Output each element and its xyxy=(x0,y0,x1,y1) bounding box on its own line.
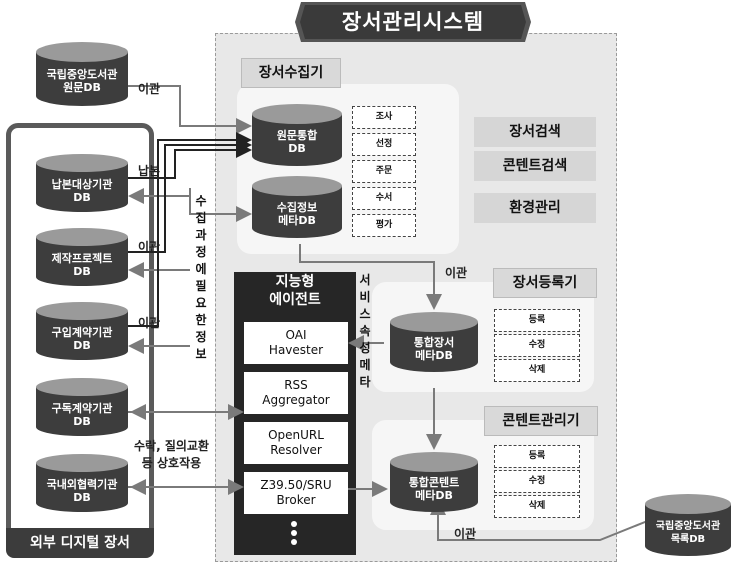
content-title: 콘텐트관리기 xyxy=(484,406,598,436)
note-transfer-project: 이관 xyxy=(138,240,161,254)
note-exchange: 수락, 질의교환 등 상호작용 xyxy=(134,439,209,470)
note-transfer-top: 이관 xyxy=(138,82,161,96)
content-function-edit: 수정 xyxy=(494,470,580,493)
external-db-purchase-label: 구입계약기관 DB xyxy=(51,326,113,352)
collection-function-evaluate: 평가 xyxy=(352,214,416,237)
agent-module-rss: RSS Aggregator xyxy=(244,372,348,414)
external-db-subscription-label: 구독계약기관 DB xyxy=(51,402,113,428)
registration-db-label: 통합장서 메타DB xyxy=(413,336,455,362)
title-banner xyxy=(295,2,531,42)
collection-function-acquire: 수서 xyxy=(352,187,416,210)
external-collection-label: 외부 디지털 장서 xyxy=(6,528,154,558)
more-dots-icon xyxy=(289,521,299,548)
registration-function-edit: 수정 xyxy=(494,334,580,357)
note-transfer-purchase: 이관 xyxy=(138,316,161,330)
note-transfer-catalog: 이관 xyxy=(454,527,477,541)
registration-function-register: 등록 xyxy=(494,309,580,332)
agent-title: 지능형 에이전트 xyxy=(269,274,321,308)
content-db: 통합콘텐트 메타DB xyxy=(388,450,480,514)
note-transfer-registration: 이관 xyxy=(445,266,468,280)
menu-item-environment[interactable]: 환경관리 xyxy=(474,193,596,223)
external-db-deposit: 납본대상기관 DB xyxy=(34,152,130,214)
external-db-subscription: 구독계약기관 DB xyxy=(34,376,130,438)
national-catalog-db-label: 국립중앙도서관 목록DB xyxy=(655,521,721,545)
agent-module-openurl-label: OpenURL Resolver xyxy=(268,428,324,457)
collection-function-order: 주문 xyxy=(352,160,416,183)
agent-module-z3950: Z39.50/SRU Broker xyxy=(244,472,348,514)
agent-module-z3950-label: Z39.50/SRU Broker xyxy=(260,478,332,507)
external-db-cooperation-label: 국내외협력기관 DB xyxy=(46,478,118,504)
source-integrated-db: 원문통합 DB xyxy=(250,102,344,168)
menu-item-collection-search[interactable]: 장서검색 xyxy=(474,117,596,147)
source-integrated-db-label: 원문통합 DB xyxy=(276,129,318,155)
external-db-deposit-label: 납본대상기관 DB xyxy=(51,178,113,204)
agent-module-oai: OAI Havester xyxy=(244,322,348,364)
collection-title: 장서수집기 xyxy=(241,58,341,88)
note-service-meta: 서비스속성메타 xyxy=(359,273,371,389)
external-db-project: 제작프로젝트 DB xyxy=(34,226,130,288)
national-source-db-label: 국립중앙도서관 원문DB xyxy=(46,68,118,94)
national-source-db: 국립중앙도서관 원문DB xyxy=(34,40,130,108)
agent-module-openurl: OpenURL Resolver xyxy=(244,422,348,464)
content-db-label: 통합콘텐트 메타DB xyxy=(408,476,460,502)
registration-title: 장서등록기 xyxy=(493,268,597,298)
registration-db: 통합장서 메타DB xyxy=(388,310,480,374)
content-function-delete: 삭제 xyxy=(494,495,580,518)
national-catalog-db: 국립중앙도서관 목록DB xyxy=(643,492,733,558)
note-deposit: 납본 xyxy=(138,164,161,178)
menu-item-content-search[interactable]: 콘텐트검색 xyxy=(474,151,596,181)
collection-meta-db-label: 수집정보 메타DB xyxy=(276,201,318,227)
content-function-register: 등록 xyxy=(494,445,580,468)
page-title: 장서관리시스템 xyxy=(341,10,485,34)
agent-module-oai-label: OAI Havester xyxy=(268,328,324,357)
note-required-info: 수집과정에필요한정보 xyxy=(195,194,207,361)
collection-meta-db: 수집정보 메타DB xyxy=(250,174,344,240)
collection-function-survey: 조사 xyxy=(352,106,416,129)
collection-function-select: 선정 xyxy=(352,133,416,156)
agent-module-rss-label: RSS Aggregator xyxy=(262,378,330,407)
external-db-project-label: 제작프로젝트 DB xyxy=(51,252,113,278)
registration-function-delete: 삭제 xyxy=(494,359,580,382)
external-db-purchase: 구입계약기관 DB xyxy=(34,300,130,362)
external-db-cooperation: 국내외협력기관 DB xyxy=(34,452,130,514)
